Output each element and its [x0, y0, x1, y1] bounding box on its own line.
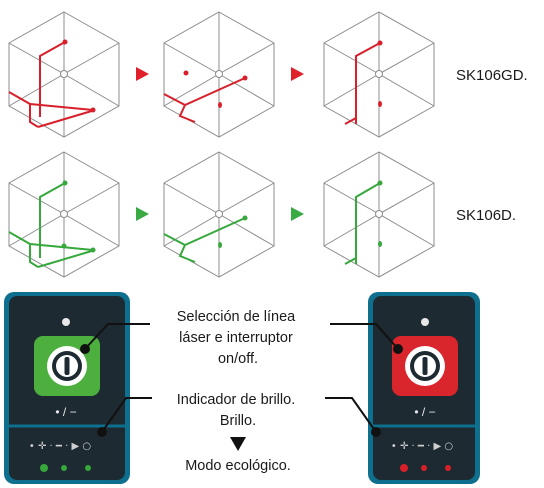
indicator-led	[61, 465, 67, 471]
mode-symbols: • ✛ · ━ · ▶ ○	[29, 441, 91, 452]
laser-lines-2	[163, 77, 246, 123]
laser-lines-6	[344, 182, 381, 265]
brightness-symbol: • / −	[55, 405, 76, 419]
down-arrow-icon	[230, 437, 246, 451]
control-panel-green: • / − • ✛ · ━ · ▶ ○	[4, 292, 130, 484]
laser-dot	[62, 180, 68, 186]
cube-center	[375, 210, 383, 218]
laser-lines-5	[163, 217, 246, 263]
laser-lines-1	[8, 41, 96, 128]
cube-center	[375, 70, 383, 78]
indicator-led	[445, 465, 451, 471]
row-sk106d: SK106D.	[8, 151, 516, 278]
laser-dot	[377, 180, 383, 186]
status-led	[62, 318, 70, 326]
cube-center	[60, 210, 68, 218]
laser-dot	[242, 215, 248, 221]
cube-center	[215, 70, 223, 78]
arrow-right-icon	[136, 67, 149, 81]
laser-dot	[242, 75, 248, 81]
arrow-right-icon	[291, 67, 304, 81]
laser-lines-4	[8, 182, 96, 268]
laser-cube-1	[8, 11, 120, 138]
control-panel-red: • / − • ✛ · ━ · ▶ ○	[368, 292, 480, 484]
cube-center	[215, 210, 223, 218]
row-sk106gd: SK106GD.	[8, 11, 528, 138]
laser-dot	[183, 70, 189, 76]
power-button-icon[interactable]	[405, 346, 445, 386]
laser-cube-2	[163, 11, 275, 138]
cube-center	[60, 70, 68, 78]
laser-dot	[90, 107, 96, 113]
mode-symbols: • ✛ · ━ · ▶ ○	[391, 441, 453, 452]
laser-cube-3	[323, 11, 435, 138]
laser-dot	[61, 243, 67, 249]
indicator-led	[40, 464, 48, 472]
laser-dot	[62, 39, 68, 45]
laser-dot	[90, 247, 96, 253]
eco-mode-label: Modo ecológico.	[185, 458, 291, 474]
brightness-symbol: • / −	[414, 405, 435, 419]
laser-dot	[378, 241, 382, 247]
laser-cube-4	[8, 151, 120, 278]
callout-lines	[80, 323, 403, 437]
model-label-sk106gd: SK106GD.	[456, 67, 528, 84]
indicator-led	[85, 465, 91, 471]
selection-callout: Selección de línea láser e interruptor o…	[177, 309, 300, 367]
model-label-sk106d: SK106D.	[456, 207, 516, 224]
indicator-led	[421, 465, 427, 471]
laser-lines-3	[344, 42, 381, 125]
status-led	[421, 318, 429, 326]
arrow-right-icon	[291, 207, 304, 221]
laser-dot	[377, 40, 383, 46]
brightness-callout: Indicador de brillo. Brillo.	[177, 392, 300, 429]
laser-dot	[218, 242, 222, 248]
power-button-icon[interactable]	[47, 346, 87, 386]
indicator-led	[400, 464, 408, 472]
laser-dot	[378, 101, 382, 107]
laser-cube-5	[163, 151, 275, 278]
arrow-right-icon	[136, 207, 149, 221]
laser-dot	[218, 102, 222, 108]
